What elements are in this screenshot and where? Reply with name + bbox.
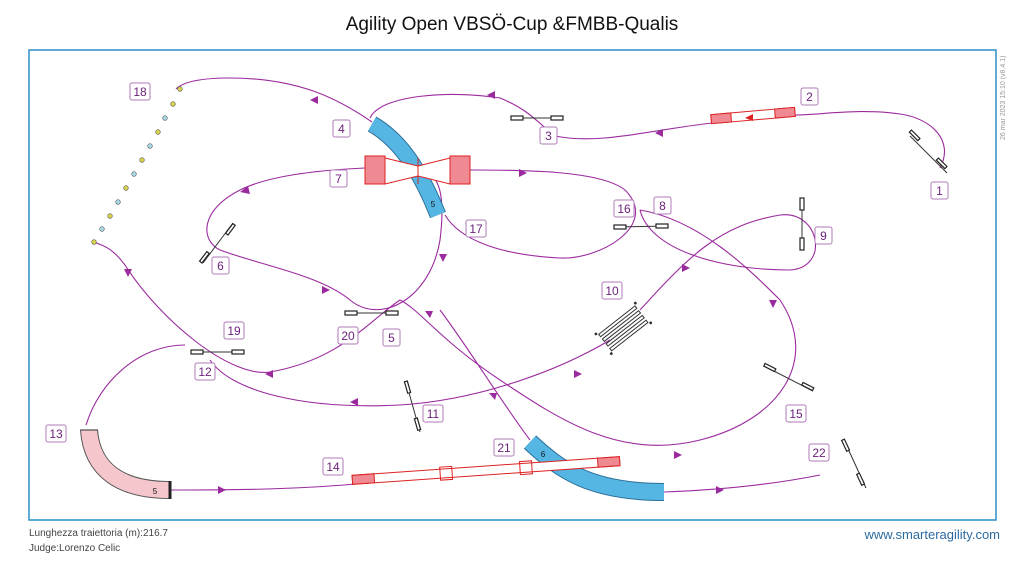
- tunnel-a-length: 5: [431, 200, 436, 209]
- svg-text:14: 14: [326, 460, 340, 474]
- number-19: 19: [223, 321, 245, 340]
- judge-name: Judge:Lorenzo Celic: [29, 543, 121, 554]
- table-obstacle: [364, 155, 471, 185]
- svg-text:2: 2: [806, 90, 813, 104]
- jump-9: [799, 197, 805, 251]
- svg-text:22: 22: [812, 446, 826, 460]
- number-16: 16: [613, 199, 635, 218]
- jump-3: [510, 115, 564, 121]
- svg-text:7: 7: [335, 172, 342, 186]
- jump-6: [198, 222, 237, 264]
- number-1: 1: [930, 181, 949, 200]
- chute-length: 5: [153, 487, 158, 496]
- chute-tunnel: 5: [80, 428, 172, 499]
- svg-text:13: 13: [49, 427, 63, 441]
- jump-15: [762, 362, 815, 392]
- course-path: [85, 77, 946, 493]
- number-21: 21: [493, 438, 515, 457]
- jump-1: [908, 129, 948, 174]
- tunnel-b-length: 6: [541, 450, 546, 459]
- svg-text:11: 11: [427, 407, 440, 421]
- dogwalk-14: [351, 456, 621, 485]
- number-22: 22: [808, 443, 830, 462]
- jump-11: [403, 380, 422, 433]
- path-arrows: [124, 91, 777, 494]
- number-15: 15: [785, 404, 807, 423]
- svg-text:6: 6: [217, 259, 224, 273]
- number-12: 12: [194, 362, 216, 381]
- svg-text:18: 18: [133, 85, 147, 99]
- obstacle-numbers: 1 2 3 4 5 6 7 8 9 10 11 12 13 14 15 16 1…: [45, 82, 949, 476]
- long-jump: [594, 301, 653, 356]
- dogwalk-2: [710, 106, 796, 125]
- svg-text:1: 1: [936, 184, 943, 198]
- number-9: 9: [814, 226, 833, 245]
- number-3: 3: [539, 126, 558, 145]
- svg-text:12: 12: [198, 365, 212, 379]
- svg-text:8: 8: [659, 199, 666, 213]
- svg-text:20: 20: [341, 329, 355, 343]
- svg-text:15: 15: [789, 407, 803, 421]
- jump-16: [613, 223, 669, 230]
- svg-text:19: 19: [227, 324, 241, 338]
- number-4: 4: [332, 119, 351, 138]
- path-length: Lunghezza traiettoria (m):216.7: [29, 528, 168, 539]
- svg-text:10: 10: [605, 284, 619, 298]
- svg-text:16: 16: [617, 202, 631, 216]
- number-2: 2: [800, 87, 819, 106]
- course-title: Agility Open VBSÖ-Cup &FMBB-Qualis: [345, 14, 679, 35]
- number-8: 8: [653, 196, 672, 215]
- number-10: 10: [601, 281, 623, 300]
- number-7: 7: [329, 169, 348, 188]
- svg-text:3: 3: [545, 129, 552, 143]
- svg-text:9: 9: [820, 229, 827, 243]
- number-17: 17: [465, 219, 487, 238]
- number-5: 5: [382, 328, 401, 347]
- number-18: 18: [129, 82, 151, 101]
- jump-20: [344, 310, 399, 316]
- number-13: 13: [45, 424, 67, 443]
- svg-text:5: 5: [388, 331, 395, 345]
- svg-text:17: 17: [469, 222, 483, 236]
- svg-text:4: 4: [338, 122, 345, 136]
- number-6: 6: [211, 256, 230, 275]
- website-link[interactable]: www.smarteragility.com: [864, 527, 1000, 542]
- jump-22: [840, 438, 867, 489]
- weave-poles: [91, 86, 183, 245]
- jump-12: [190, 349, 245, 355]
- ring-border: [28, 49, 997, 521]
- number-20: 20: [337, 326, 359, 345]
- number-11: 11: [422, 404, 444, 423]
- tunnel-b: 6: [523, 435, 665, 501]
- svg-text:21: 21: [497, 441, 511, 455]
- jumps: [190, 115, 948, 489]
- number-14: 14: [322, 457, 344, 476]
- tunnel-a: 5: [367, 116, 446, 219]
